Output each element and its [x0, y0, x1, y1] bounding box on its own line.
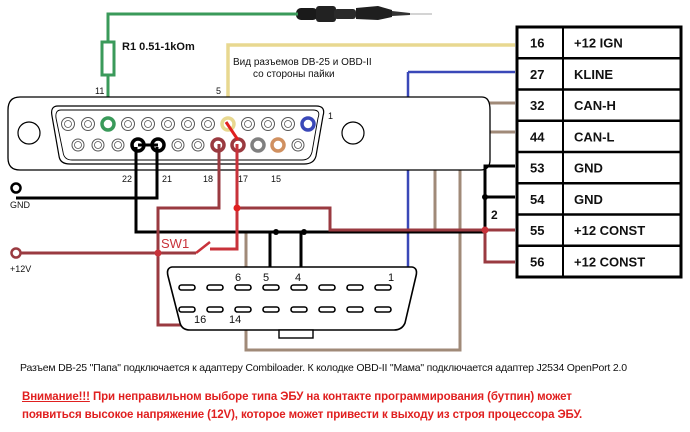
obd-pin-13	[262, 306, 280, 313]
pin-table-signal: +12 CONST	[574, 254, 645, 269]
db25-pin-6	[201, 117, 215, 131]
db25-pin-7	[181, 117, 195, 131]
pin-table-pin: 27	[530, 67, 544, 82]
db25-pin-9	[141, 117, 155, 131]
obd-pin-1-top	[374, 284, 392, 291]
pin5-pin17-jumper	[224, 121, 240, 141]
switch-sw1	[195, 241, 211, 254]
db25-pin-4	[241, 117, 255, 131]
pin-table-pin: 56	[530, 254, 544, 269]
db25-pin11-label: 11	[95, 86, 104, 96]
pin-table-pin: 44	[530, 129, 545, 144]
obd-pin16-label: 16	[194, 314, 206, 326]
db25-pin-2	[281, 117, 295, 131]
yellow-wire	[226, 43, 515, 118]
obd-pin-15	[206, 306, 224, 313]
db25-pin15-label: 15	[271, 174, 281, 184]
obd-pin14-label: 14	[229, 314, 241, 326]
obd-pin-16	[178, 306, 196, 313]
black-gnd-wire	[16, 147, 485, 234]
db25-pin18-label: 18	[203, 174, 213, 184]
db25-pin-20	[171, 138, 185, 152]
obd2-connector	[166, 266, 418, 339]
db25-pin-24	[91, 138, 105, 152]
switch-label: SW1	[161, 236, 189, 251]
db25-pin-3	[261, 117, 275, 131]
warning-line1: При неправильном выборе типа ЭБУ на конт…	[89, 391, 572, 403]
pin-table-pin: 32	[530, 98, 544, 113]
db25-pin-19	[191, 138, 205, 152]
db25-pin-12	[81, 117, 95, 131]
db25-connector	[7, 96, 491, 171]
db25-pin-1	[300, 116, 316, 132]
obd-pin-9	[374, 306, 392, 313]
db25-pin21-label: 21	[162, 174, 172, 184]
obd-pin5-label: 5	[263, 272, 269, 284]
obd-pin-8-top	[178, 284, 196, 291]
warning-text: Внимание!!! При неправильном выборе типа…	[22, 388, 582, 424]
black-table-gnd-wire	[483, 164, 515, 232]
db25-pin-13	[61, 117, 75, 131]
pin-table-pin: 16	[530, 36, 544, 51]
gnd-terminal	[10, 182, 22, 194]
obd-pin1-label: 1	[388, 272, 394, 284]
db25-pin22-label: 22	[122, 174, 132, 184]
pin-table-pin: 53	[530, 161, 544, 176]
obd-pin-14	[234, 306, 252, 313]
db25-pin-10	[121, 117, 135, 131]
pin-table-signal: KLINE	[574, 67, 613, 82]
obd-pin-5-top	[262, 284, 280, 291]
obd-pin-6-top	[234, 284, 252, 291]
resistor-r1	[100, 40, 116, 77]
pin-table-pin: 55	[530, 223, 544, 238]
db25-pin5-label: 5	[216, 86, 221, 96]
red-wire-pin17	[210, 144, 239, 251]
pin-table-signal: +12 IGN	[574, 36, 623, 51]
obd-pin4-label: 4	[295, 272, 301, 284]
junction-label: 2	[491, 208, 498, 222]
warning-line2: появиться высокое напряжение (12V), кото…	[22, 409, 583, 421]
gnd-label: GND	[10, 200, 31, 210]
v12-terminal	[10, 247, 22, 259]
obd-pin-11	[318, 306, 336, 313]
obd-pin-12	[290, 306, 308, 313]
obd-pin-3-top	[318, 284, 336, 291]
resistor-label: R1 0.51-1kOm	[122, 41, 195, 53]
db25-pin1-label: 1	[328, 111, 333, 121]
warning-prefix: Внимание!!!	[22, 391, 90, 403]
db25-pin-23	[111, 138, 125, 152]
obd-pin-7-top	[206, 284, 224, 291]
pin-table-pin: 54	[530, 192, 545, 207]
pin-table-signal: +12 CONST	[574, 223, 645, 238]
pin-table-signal: GND	[574, 161, 603, 176]
test-probe-icon	[296, 6, 432, 22]
db25-pin-11	[100, 116, 116, 132]
obd-pin6-label: 6	[235, 272, 241, 284]
db25-pin-14	[291, 138, 305, 152]
pin-table-signal: CAN-L	[574, 129, 614, 144]
db25-pin-8	[161, 117, 175, 131]
pin-table-signal: CAN-H	[574, 98, 616, 113]
db25-pin-15	[270, 137, 286, 153]
pin-table-signal: GND	[574, 192, 603, 207]
caption: Разъем DB-25 "Папа" подключается к адапт…	[20, 362, 627, 374]
obd-pin-2-top	[346, 284, 364, 291]
view-note-line2: со стороны пайки	[253, 69, 335, 80]
db25-pin-25	[71, 138, 85, 152]
obd-pin-10	[346, 306, 364, 313]
v12-label: +12V	[10, 264, 31, 274]
db25-pin17-label: 17	[238, 174, 248, 184]
view-note-line1: Вид разъемов DB-25 и OBD-II	[233, 57, 372, 68]
db25-pin-16	[250, 137, 266, 153]
red-wire-const	[237, 206, 515, 264]
obd-pin-4-top	[290, 284, 308, 291]
